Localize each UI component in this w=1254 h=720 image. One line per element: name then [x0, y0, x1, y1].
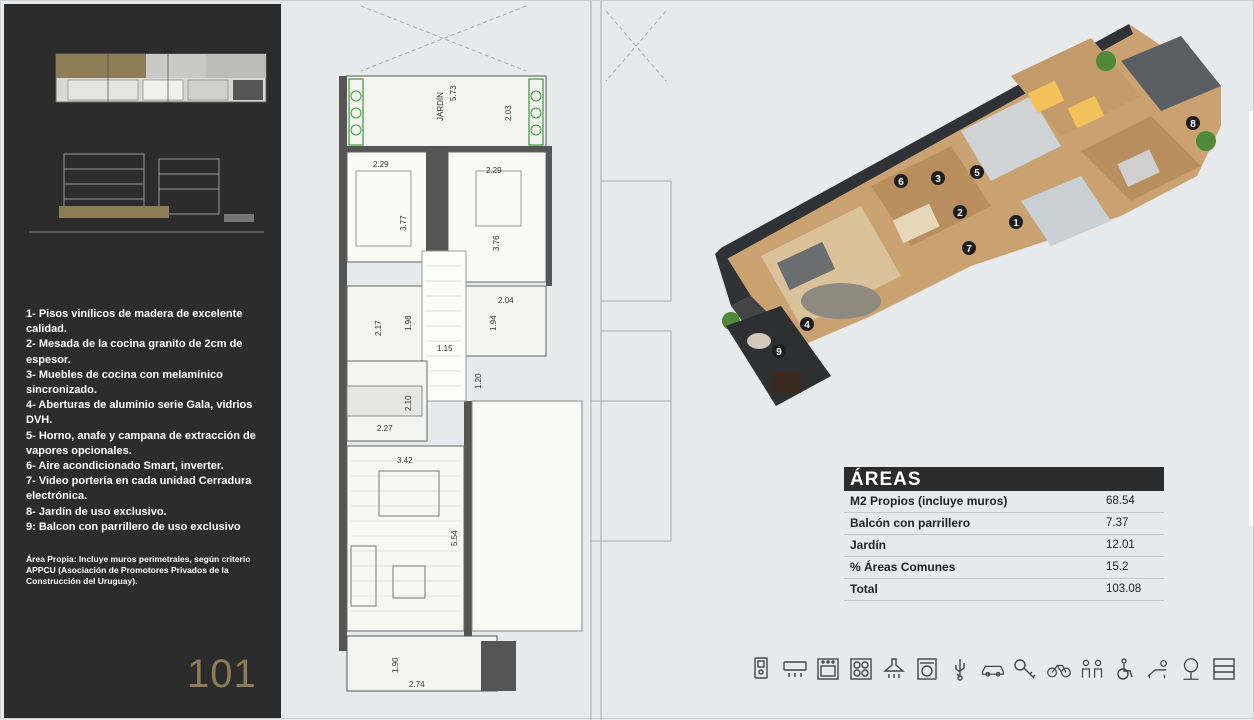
render-marker: 6: [898, 177, 904, 188]
section-thumbnail: [29, 153, 264, 233]
feature-item: 6- Aire acondicionado Smart, inverter.: [26, 460, 224, 473]
accessibility-icon: [1112, 655, 1138, 683]
dimension-label: 2.17: [374, 320, 383, 336]
render-marker: 3: [935, 174, 941, 185]
air-conditioner-icon: [782, 655, 808, 683]
scrollbar[interactable]: [1249, 111, 1253, 526]
area-label: Balcón con parrillero: [850, 516, 971, 530]
garden-label: JARDÍN: [436, 92, 445, 121]
table-row: Jardín 12.01: [844, 535, 1164, 557]
dimension-label: 3.77: [399, 215, 408, 231]
sunbed-icon: [1145, 655, 1171, 683]
cooktop-icon: [848, 655, 874, 683]
features-list: 1- Pisos vinílicos de madera de excelent…: [26, 307, 261, 535]
floor-plan-thumbnail: [48, 48, 270, 106]
washing-machine-icon: [914, 655, 940, 683]
area-value: 7.37: [1106, 517, 1129, 529]
dimension-label: 3.42: [397, 456, 413, 465]
feature-item: 4- Aberturas de aluminio serie Gala, vid…: [26, 399, 253, 427]
area-label: Jardín: [850, 538, 887, 552]
feature-item: 1- Pisos vinílicos de madera de excelent…: [26, 308, 243, 336]
car-icon: [980, 655, 1006, 683]
feature-item: 9: Balcon con parrillero de uso exclusiv…: [26, 520, 241, 533]
feature-item: 8- Jardín de uso exclusivo.: [26, 505, 167, 518]
dimension-label: 1.20: [474, 373, 483, 389]
dimension-label: 1.90: [391, 657, 400, 673]
table-row: % Áreas Comunes 15.2: [844, 557, 1164, 579]
render-3d: 1 2 3 4 5 6 7 8 9: [715, 24, 1221, 406]
area-value: 12.01: [1106, 539, 1135, 551]
render-marker: 2: [957, 208, 963, 219]
range-hood-icon: [881, 655, 907, 683]
dimension-label: 5.73: [449, 85, 458, 101]
people-icon: [1079, 655, 1105, 683]
floor-plan: JARDÍN 5.73 2.03 2.29 2.29 3.77 3.76 2.0…: [339, 1, 672, 720]
storage-icon: [1211, 655, 1237, 683]
usb-icon: [947, 655, 973, 683]
areas-title: ÁREAS: [844, 467, 1164, 491]
feature-item: 2- Mesada de la cocina granito de 2cm de…: [26, 338, 243, 366]
tree-icon: [1178, 655, 1204, 683]
bicycle-icon: [1046, 655, 1072, 683]
areas-table: ÁREAS M2 Propios (incluye muros) 68.54 B…: [844, 467, 1164, 601]
dimension-label: 2.10: [404, 395, 413, 411]
area-value: 15.2: [1106, 561, 1129, 573]
render-marker: 7: [966, 244, 972, 255]
dimension-label: 1.94: [489, 315, 498, 331]
area-label: % Áreas Comunes: [850, 560, 956, 574]
render-marker: 4: [804, 320, 810, 331]
dimension-label: 2.27: [377, 424, 393, 433]
feature-item: 7- Video portería en cada unidad Cerradu…: [26, 475, 252, 503]
render-marker: 9: [776, 347, 782, 358]
amenity-icons: [749, 655, 1237, 687]
dimension-label: 3.76: [492, 235, 501, 251]
render-marker: 5: [974, 168, 980, 179]
dimension-label: 1.98: [404, 315, 413, 331]
intercom-icon: [749, 655, 775, 683]
dimension-label: 2.04: [498, 296, 514, 305]
oven-icon: [815, 655, 841, 683]
keys-icon: [1013, 655, 1039, 683]
dimension-label: 2.03: [504, 105, 513, 121]
area-note: Área Propia: Incluye muros perimetrales,…: [26, 554, 251, 586]
area-value: 103.08: [1106, 583, 1142, 595]
area-value: 68.54: [1106, 495, 1135, 507]
table-row: M2 Propios (incluye muros) 68.54: [844, 491, 1164, 513]
render-marker: 1: [1013, 218, 1019, 229]
dimension-label: 2.74: [409, 680, 425, 689]
dimension-label: 1.15: [437, 344, 453, 353]
table-row: Total 103.08: [844, 579, 1164, 601]
area-label: M2 Propios (incluye muros): [850, 494, 1008, 508]
info-panel: 1- Pisos vinílicos de madera de excelent…: [4, 4, 281, 718]
feature-item: 5- Horno, anafe y campana de extracción …: [26, 429, 256, 457]
feature-item: 3- Muebles de cocina con melamínico sinc…: [26, 368, 223, 397]
dimension-label: 2.29: [486, 166, 502, 175]
dimension-label: 2.29: [373, 160, 389, 169]
table-row: Balcón con parrillero 7.37: [844, 513, 1164, 535]
unit-number: 101: [187, 652, 257, 696]
dimension-label: 5.54: [450, 530, 459, 546]
render-marker: 8: [1190, 119, 1196, 130]
area-label: Total: [850, 582, 878, 596]
